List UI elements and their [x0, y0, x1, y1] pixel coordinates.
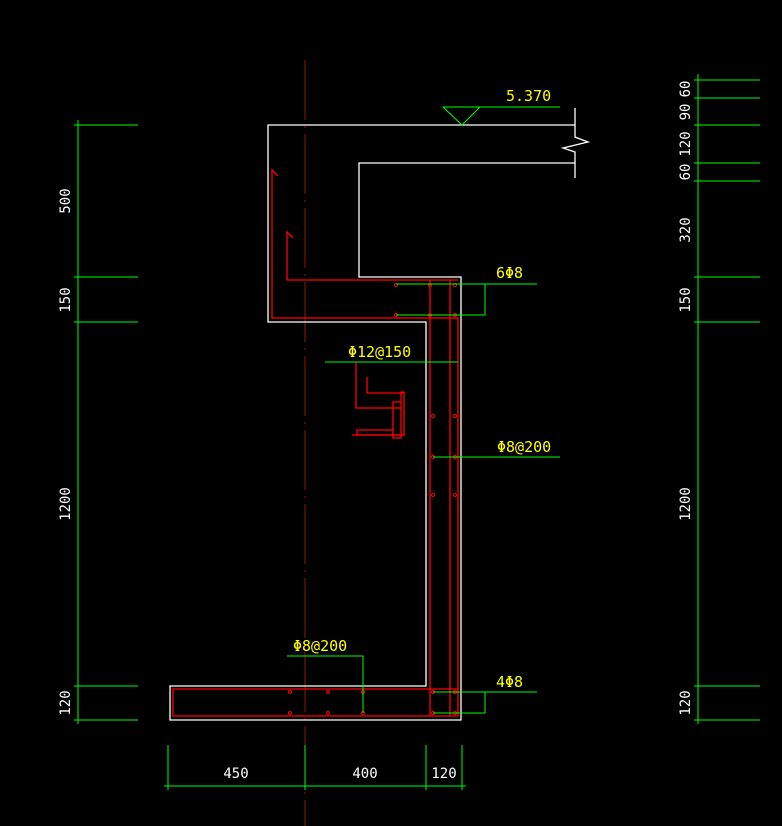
dim-right-60b: 60 [678, 164, 694, 181]
concrete-outline [169, 124, 575, 721]
dim-right-120b: 120 [678, 690, 694, 715]
left-dimension-chain: 500 150 1200 120 [58, 120, 138, 724]
dim-left-500: 500 [58, 188, 74, 213]
dim-right-120: 120 [678, 131, 694, 156]
elevation-mark: 5.370 [442, 87, 560, 126]
dim-bottom-450: 450 [223, 766, 248, 782]
dim-left-150: 150 [58, 287, 74, 312]
label-stirrup: Φ12@150 [348, 343, 411, 361]
break-line [560, 108, 591, 178]
label-top-longitudinal: 6Φ8 [496, 264, 523, 282]
rebar [172, 168, 459, 717]
dim-right-320: 320 [678, 217, 694, 242]
dim-right-60: 60 [678, 81, 694, 98]
label-wall-distribution: Φ8@200 [497, 438, 551, 456]
dim-left-1200: 1200 [58, 487, 74, 521]
dim-right-150: 150 [678, 287, 694, 312]
dim-bottom-120: 120 [431, 766, 456, 782]
right-dimension-chain: 60 90 120 60 320 150 1200 120 [678, 74, 760, 724]
bottom-dimension-chain: 450 400 120 [164, 745, 466, 790]
dim-bottom-400: 400 [352, 766, 377, 782]
elevation-label: 5.370 [506, 87, 551, 105]
label-bottom-longitudinal: 4Φ8 [496, 673, 523, 691]
dim-left-120: 120 [58, 690, 74, 715]
rebar-callouts: 6Φ8 Φ12@150 Φ8@200 Φ8@200 4Φ8 [287, 264, 560, 714]
dim-right-1200: 1200 [678, 487, 694, 521]
dim-right-90: 90 [678, 104, 694, 121]
label-bottom-distribution: Φ8@200 [293, 637, 347, 655]
